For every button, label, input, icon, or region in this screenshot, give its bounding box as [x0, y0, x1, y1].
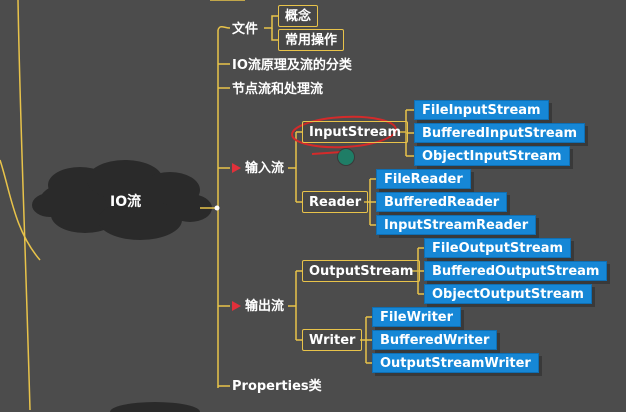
- file-child-concept[interactable]: 概念: [278, 5, 319, 27]
- leaf-file-output-stream[interactable]: FileOutputStream: [424, 238, 572, 258]
- leaf-input-stream-reader[interactable]: InputStreamReader: [376, 215, 537, 235]
- root-node[interactable]: IO流: [110, 194, 142, 210]
- leaf-buffered-reader[interactable]: BufferedReader: [376, 192, 508, 212]
- branch-node-stream[interactable]: 节点流和处理流: [232, 81, 324, 97]
- cursor-pointer-icon: [338, 149, 354, 165]
- branch-properties[interactable]: Properties类: [232, 378, 322, 394]
- branch-input-stream[interactable]: 输入流: [230, 158, 286, 178]
- branch-file[interactable]: 文件: [232, 21, 259, 37]
- branch-output-stream-label: 输出流: [245, 298, 285, 314]
- node-outputstream[interactable]: OutputStream: [302, 260, 421, 282]
- branch-output-stream[interactable]: 输出流: [230, 296, 286, 316]
- leaf-buffered-input-stream[interactable]: BufferedInputStream: [414, 123, 586, 143]
- leaf-output-stream-writer[interactable]: OutputStreamWriter: [372, 353, 539, 373]
- branch-io-principle[interactable]: IO流原理及流的分类: [232, 57, 352, 73]
- leaf-file-reader[interactable]: FileReader: [376, 169, 471, 189]
- root-cloud-shape: [32, 160, 212, 240]
- leaf-file-writer[interactable]: FileWriter: [372, 307, 462, 327]
- annotation-circle: [291, 115, 397, 149]
- branch-input-stream-label: 输入流: [245, 160, 285, 176]
- node-inputstream[interactable]: InputStream: [302, 121, 408, 143]
- leaf-buffered-writer[interactable]: BufferedWriter: [372, 330, 498, 350]
- annotation-underline: [311, 151, 343, 155]
- file-child-common-ops[interactable]: 常用操作: [278, 29, 345, 51]
- leaf-object-input-stream[interactable]: ObjectInputStream: [414, 146, 570, 166]
- node-reader[interactable]: Reader: [302, 191, 369, 213]
- node-writer[interactable]: Writer: [302, 329, 363, 351]
- flag-icon: [232, 301, 241, 311]
- flag-icon: [232, 163, 241, 173]
- leaf-buffered-output-stream[interactable]: BufferedOutputStream: [424, 261, 608, 281]
- leaf-object-output-stream[interactable]: ObjectOutputStream: [424, 284, 592, 304]
- leaf-file-input-stream[interactable]: FileInputStream: [414, 100, 549, 120]
